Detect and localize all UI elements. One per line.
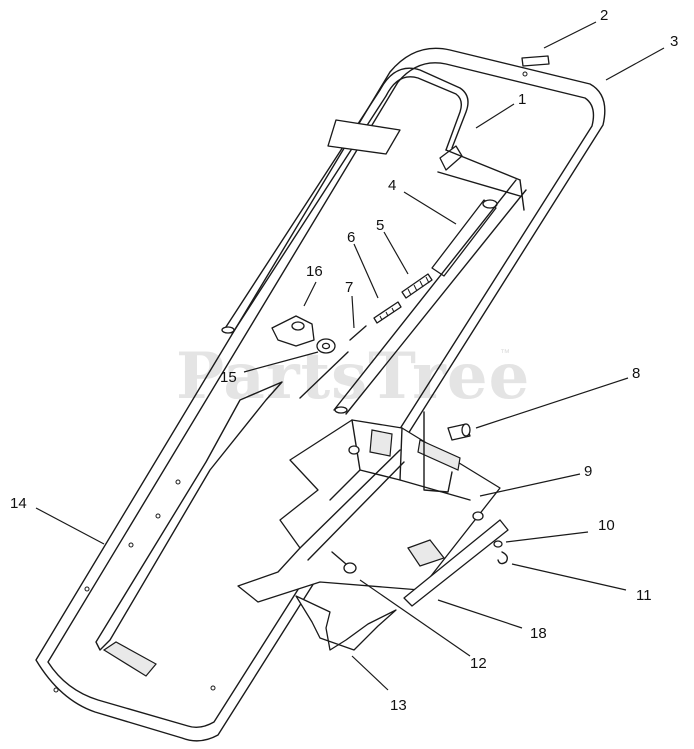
callout-5: 5 xyxy=(376,217,384,234)
inner-handle-rails xyxy=(299,179,527,415)
leader-lines xyxy=(35,21,665,691)
callout-14: 14 xyxy=(10,495,27,512)
plate-part-18 xyxy=(403,519,509,607)
callout-9: 9 xyxy=(584,463,592,480)
callout-18: 18 xyxy=(530,625,547,642)
bolt-part-8 xyxy=(447,423,471,441)
callout-15: 15 xyxy=(220,369,237,386)
grip-tube-part-4 xyxy=(431,199,498,277)
clip-part-11 xyxy=(497,551,509,565)
callout-12: 12 xyxy=(470,655,487,672)
callout-10: 10 xyxy=(598,517,615,534)
handle-frame xyxy=(35,47,606,742)
nut-part-10 xyxy=(493,540,503,548)
washer-part-15 xyxy=(316,338,336,354)
pan-bracket xyxy=(237,419,501,603)
grip-slot xyxy=(102,641,157,677)
callout-7: 7 xyxy=(345,279,353,296)
callouts: 1 2 3 4 5 6 7 8 9 10 11 12 13 14 15 16 1… xyxy=(10,7,678,714)
callout-16: 16 xyxy=(306,263,323,280)
callout-2: 2 xyxy=(600,7,608,24)
callout-4: 4 xyxy=(388,177,396,194)
watermark-trademark: ™ xyxy=(500,348,510,359)
plate-part-13 xyxy=(295,595,397,651)
decal-part-2 xyxy=(521,55,550,67)
knob-part-16 xyxy=(271,315,315,347)
callout-6: 6 xyxy=(347,229,355,246)
bolt-part-12 xyxy=(331,551,357,574)
frame-strip-part-14 xyxy=(95,381,283,651)
pin-part-6 xyxy=(373,301,402,324)
callout-13: 13 xyxy=(390,697,407,714)
callout-11: 11 xyxy=(636,587,652,604)
callout-1: 1 xyxy=(518,91,526,108)
spring-part-5 xyxy=(401,273,433,299)
bail-decal xyxy=(327,119,401,155)
bracket-part-9 xyxy=(423,411,453,493)
callout-3: 3 xyxy=(670,33,678,50)
callout-8: 8 xyxy=(632,365,640,382)
control-bail xyxy=(221,67,521,335)
rod-part-7 xyxy=(349,325,367,341)
